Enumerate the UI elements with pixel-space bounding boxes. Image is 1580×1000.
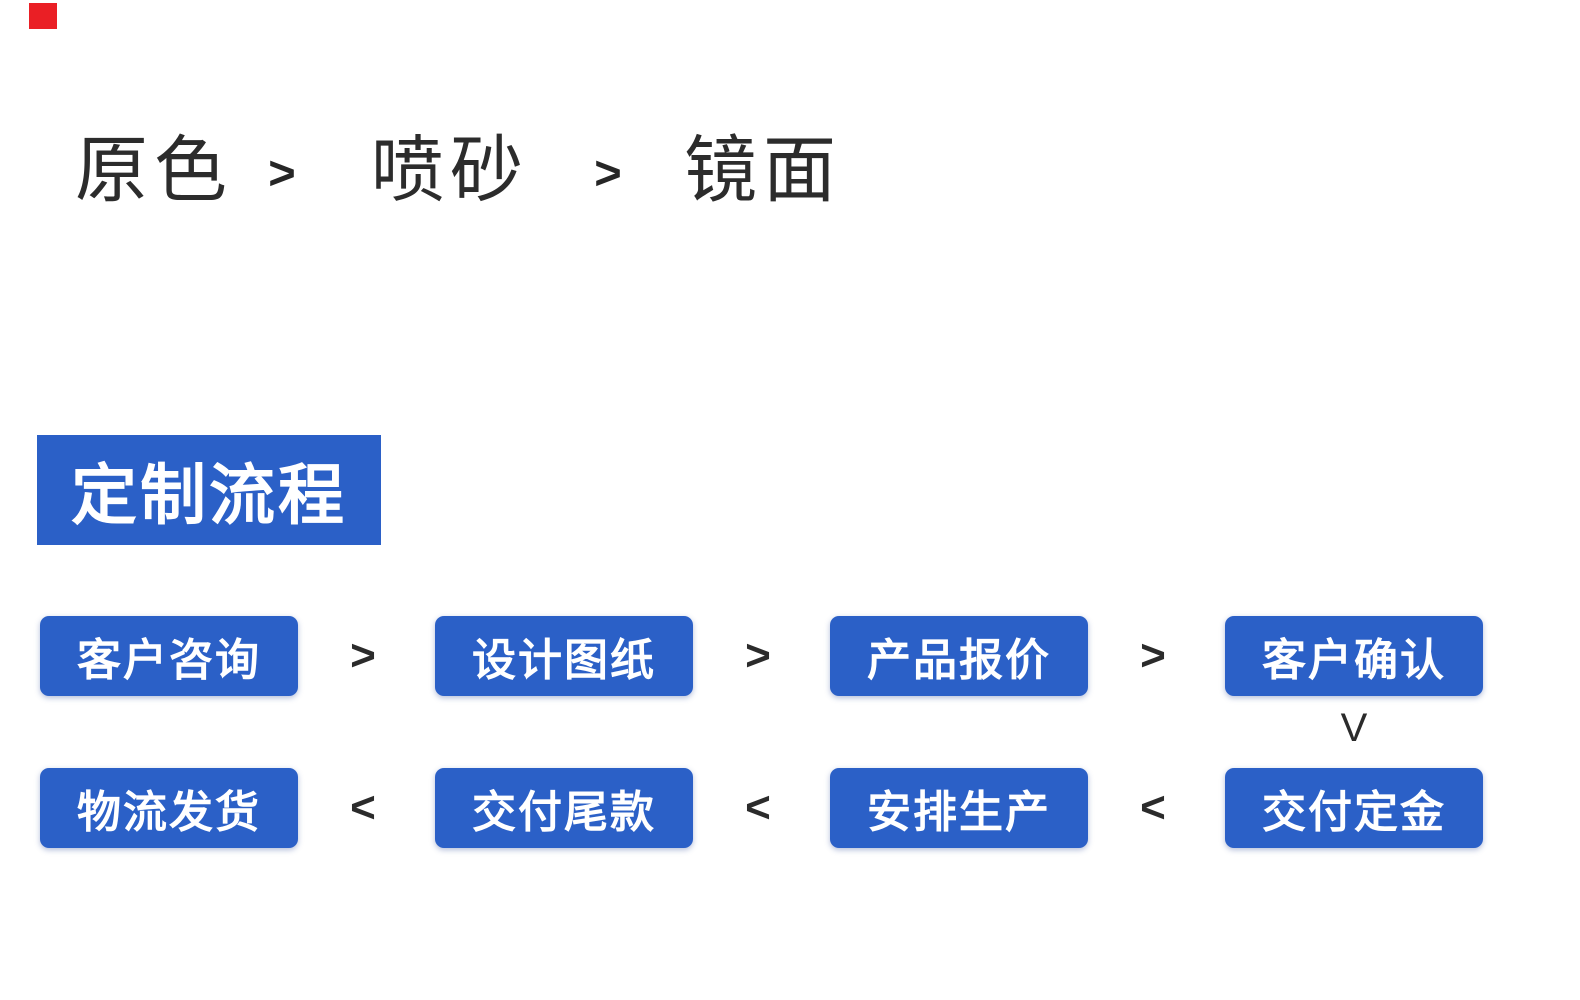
flow-step-logistics-delivery: 物流发货: [40, 768, 298, 848]
chevron-right-icon: >: [350, 631, 376, 680]
flow-step-label: 物流发货: [77, 788, 261, 837]
chevron-right-icon: >: [268, 146, 296, 199]
flow-step-customer-confirm: 客户确认: [1225, 616, 1483, 696]
section-header-label: 定制流程: [71, 458, 347, 532]
chevron-left-icon: <: [1140, 783, 1166, 832]
finish-option-original: 原色: [75, 130, 233, 211]
flow-step-label: 设计图纸: [472, 636, 656, 685]
flow-step-label: 产品报价: [867, 636, 1051, 685]
finish-option-sandblasted: 喷砂: [371, 130, 529, 211]
flow-step-label: 客户咨询: [77, 636, 261, 685]
chevron-right-icon: >: [745, 631, 771, 680]
flow-step-product-quote: 产品报价: [830, 616, 1088, 696]
red-square-decoration: [29, 3, 57, 29]
section-header-custom-process: 定制流程: [37, 435, 381, 545]
chevron-right-icon: >: [594, 146, 622, 199]
flow-step-final-payment: 交付尾款: [435, 768, 693, 848]
flow-step-arrange-production: 安排生产: [830, 768, 1088, 848]
flow-step-label: 安排生产: [867, 788, 1051, 837]
chevron-left-icon: <: [350, 783, 376, 832]
flow-step-label: 交付定金: [1262, 788, 1446, 837]
chevron-left-icon: <: [745, 783, 771, 832]
flow-step-label: 交付尾款: [472, 788, 656, 837]
flow-step-customer-inquiry: 客户咨询: [40, 616, 298, 696]
flow-step-label: 客户确认: [1262, 636, 1446, 685]
flow-step-deposit-payment: 交付定金: [1225, 768, 1483, 848]
flow-step-design-drawing: 设计图纸: [435, 616, 693, 696]
chevron-right-icon: >: [1140, 631, 1166, 680]
finish-option-mirror: 镜面: [684, 130, 842, 211]
chevron-down-icon: V: [1340, 706, 1368, 750]
